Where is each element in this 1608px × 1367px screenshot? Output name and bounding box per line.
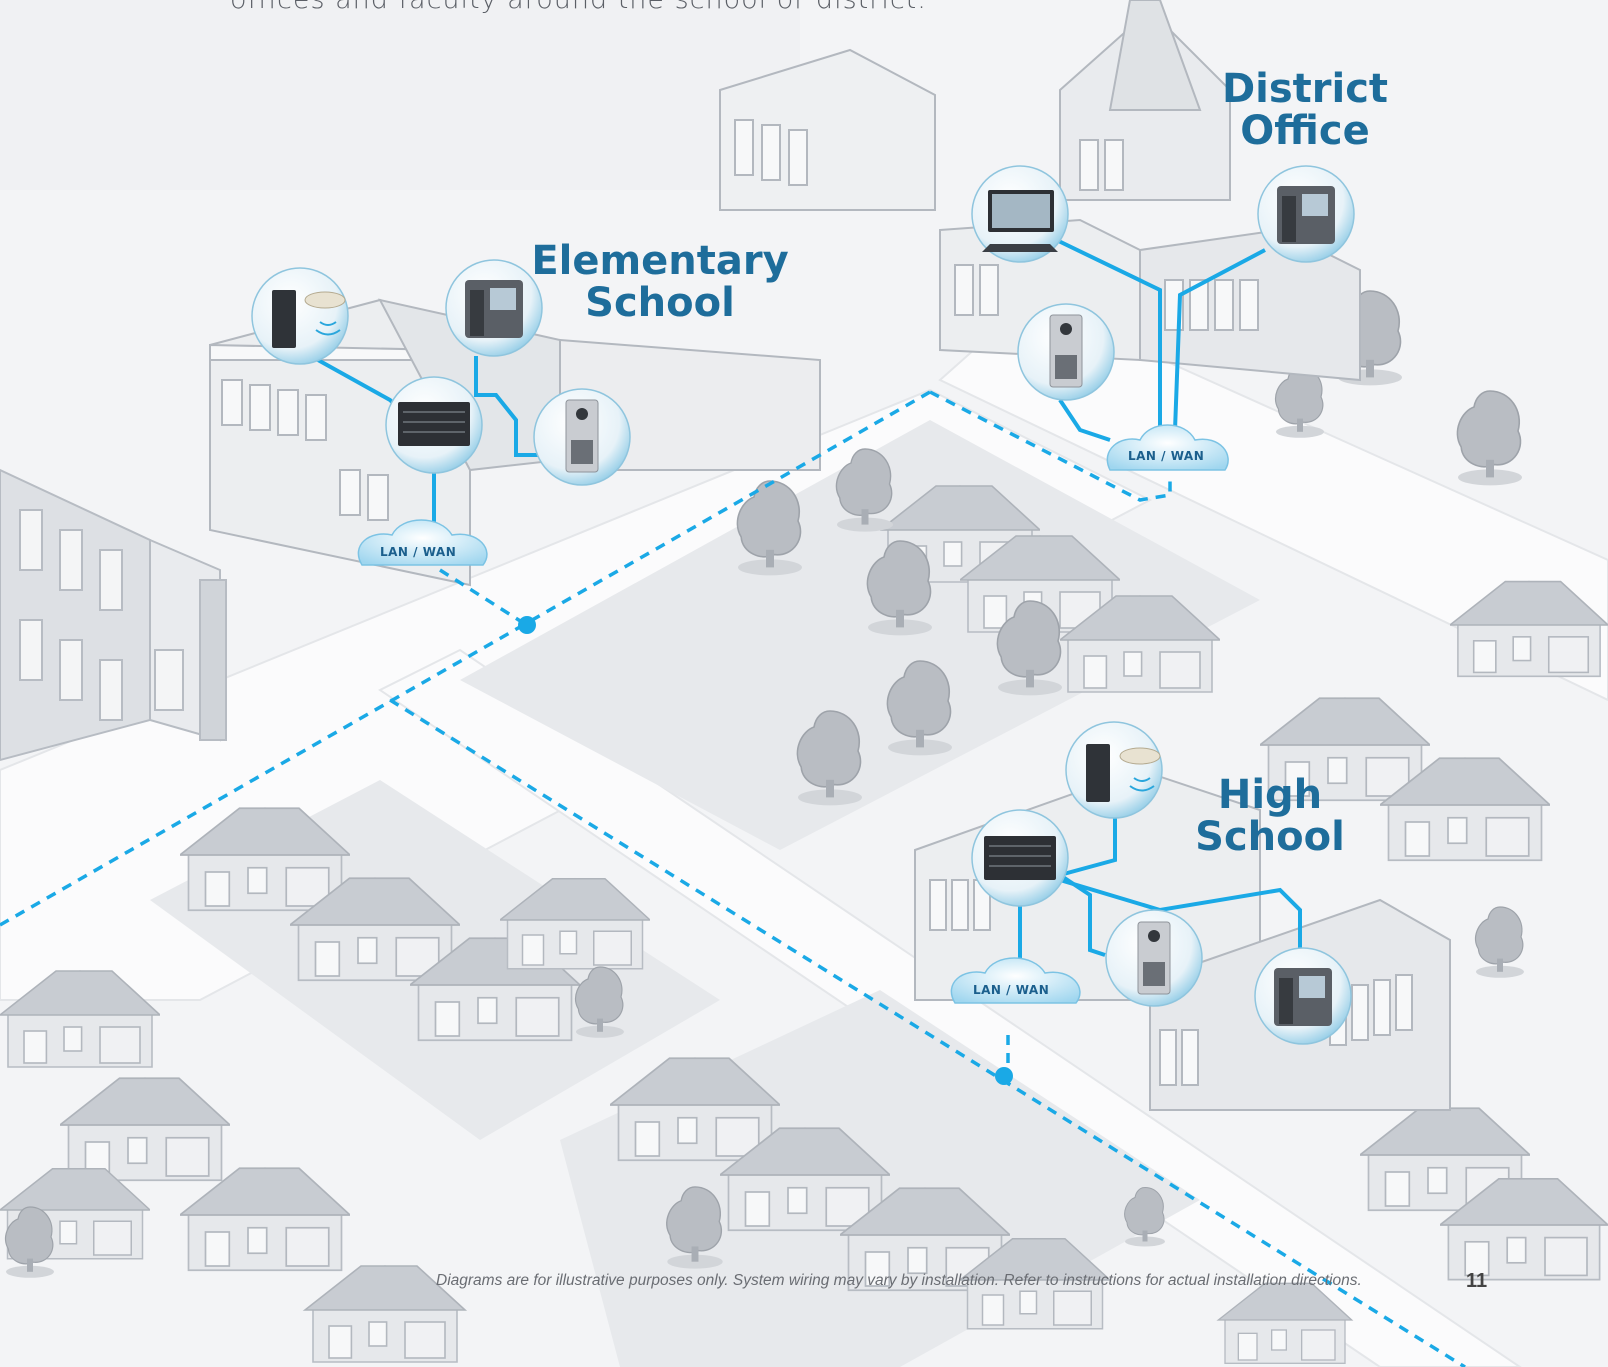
intercom-speaker-icon xyxy=(1065,721,1163,819)
label-line: Office xyxy=(1240,108,1370,154)
high-school-devices xyxy=(971,721,1352,1045)
video-master-station-icon xyxy=(445,259,543,357)
high-school-label: High School xyxy=(1165,774,1375,858)
video-monitor-station-icon xyxy=(971,165,1069,263)
wan-links xyxy=(0,390,1466,1367)
page-number: 11 xyxy=(1466,1270,1488,1292)
video-door-station-icon xyxy=(533,388,631,486)
label-line: District xyxy=(1221,66,1389,112)
label-line: Elementary xyxy=(531,238,789,284)
elementary-school-label: Elementary School xyxy=(520,240,800,324)
control-unit-icon xyxy=(971,809,1069,907)
district-office-label: District Office xyxy=(1195,68,1415,152)
disclaimer-note: Diagrams are for illustrative purposes o… xyxy=(436,1272,1362,1289)
junction-node xyxy=(995,1067,1013,1085)
lan-wan-label: LAN / WAN xyxy=(1128,449,1204,463)
video-master-station-icon xyxy=(1254,947,1352,1045)
label-line: High xyxy=(1217,772,1323,818)
label-line: School xyxy=(585,280,735,326)
control-unit-icon xyxy=(385,376,483,474)
elementary-devices xyxy=(251,259,631,486)
lan-wan-cloud-high: LAN / WAN xyxy=(950,957,1081,1004)
district-devices xyxy=(971,165,1355,401)
lan-wan-cloud-elementary: LAN / WAN xyxy=(357,519,488,566)
intro-text: offices and faculty around the school or… xyxy=(230,0,927,15)
video-door-station-icon xyxy=(1105,909,1203,1007)
label-line: School xyxy=(1195,814,1345,860)
main-school-building xyxy=(0,468,227,762)
intercom-speaker-icon xyxy=(251,267,349,365)
video-master-station-icon xyxy=(1257,165,1355,263)
video-door-station-icon xyxy=(1017,303,1115,401)
lan-wan-label: LAN / WAN xyxy=(973,983,1049,997)
junction-node xyxy=(518,616,536,634)
lan-wan-label: LAN / WAN xyxy=(380,545,456,559)
lan-wan-cloud-district: LAN / WAN xyxy=(1106,424,1229,471)
